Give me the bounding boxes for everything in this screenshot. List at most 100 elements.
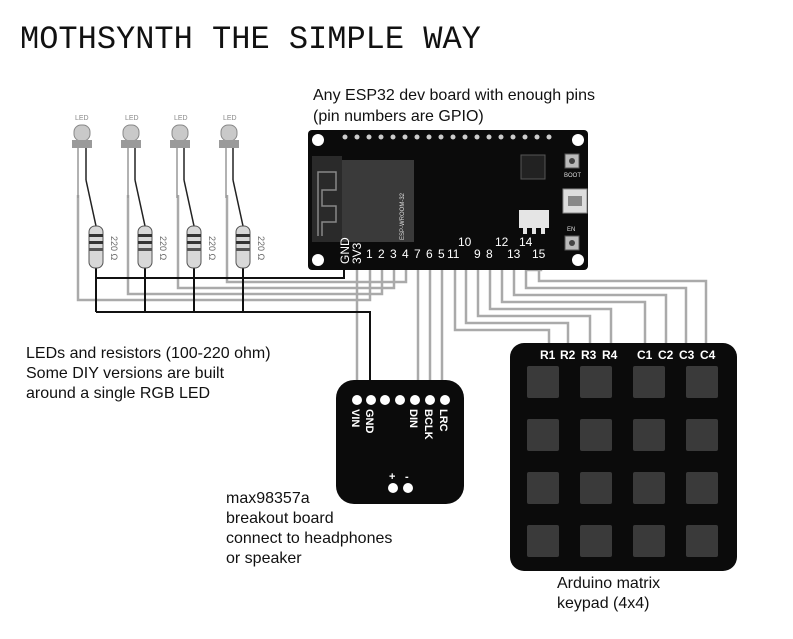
- amp-pin-lrc: LRC: [437, 409, 449, 432]
- esp32-caption-line1: Any ESP32 dev board with enough pins: [313, 87, 595, 104]
- amp-caption-line3: connect to headphones: [226, 530, 392, 547]
- wire-r2: [464, 262, 570, 345]
- speaker-plus-pad: [388, 483, 398, 493]
- amp-pad: [395, 395, 405, 405]
- led-label: LED: [125, 115, 139, 122]
- pin-gnd: GND: [338, 237, 352, 264]
- pin-10: 10: [458, 235, 472, 249]
- mount-hole: [312, 134, 324, 146]
- keypad-key[interactable]: [686, 472, 718, 504]
- pin-14: 14: [519, 235, 533, 249]
- usb-chip: [520, 154, 546, 180]
- keypad-pin-r2: R2: [560, 348, 576, 362]
- ground-wires: [95, 262, 371, 398]
- pin-13: 13: [507, 247, 521, 261]
- led-caption-line3: around a single RGB LED: [26, 385, 210, 402]
- amp-board: VIN GND DIN BCLK LRC + -: [336, 380, 464, 504]
- keypad-key[interactable]: [633, 419, 665, 451]
- wroom-module: [342, 160, 414, 242]
- page-title: MOTHSYNTH THE SIMPLE WAY: [20, 21, 481, 58]
- speaker-minus-pad: [403, 483, 413, 493]
- boot-label: BOOT: [564, 173, 581, 179]
- wire-led3: [176, 195, 396, 290]
- amp-pad-gnd: [366, 395, 376, 405]
- amp-pad-lrc: [440, 395, 450, 405]
- amp-caption-line2: breakout board: [226, 510, 334, 527]
- led-3: LED 220 Ω: [170, 115, 217, 269]
- led-2: LED 220 Ω: [121, 115, 168, 269]
- resistor-1: [88, 225, 104, 269]
- resistor-label: 220 Ω: [158, 236, 168, 261]
- keypad-keys: [527, 366, 718, 557]
- pin-11: 11: [447, 247, 460, 261]
- pin-3: 3: [390, 247, 397, 261]
- pin-8: 8: [486, 247, 493, 261]
- antenna-area: [312, 156, 342, 242]
- wire-c4: [537, 262, 708, 345]
- led-group: LED 220 Ω LED 220 Ω: [72, 115, 266, 269]
- keypad-key[interactable]: [580, 366, 612, 398]
- keypad-key[interactable]: [633, 525, 665, 557]
- keypad-key[interactable]: [686, 419, 718, 451]
- antenna-icon: [317, 171, 337, 236]
- pin-7: 7: [414, 247, 421, 261]
- amp-pad-bclk: [425, 395, 435, 405]
- keypad-key[interactable]: [527, 419, 559, 451]
- resistor-label: 220 Ω: [207, 236, 217, 261]
- en-label: EN: [567, 227, 575, 233]
- keypad-key[interactable]: [527, 366, 559, 398]
- led-4: LED 220 Ω: [219, 115, 266, 269]
- keypad-key[interactable]: [527, 472, 559, 504]
- wire-gnd-amp: [96, 311, 371, 398]
- amp-pad-vin: [352, 395, 362, 405]
- pin-3v3: 3V3: [350, 242, 364, 264]
- wire-r3: [476, 262, 592, 345]
- wire-r4: [488, 262, 613, 345]
- mount-hole: [572, 254, 584, 266]
- pin-1: 1: [366, 247, 373, 261]
- keypad-key[interactable]: [580, 419, 612, 451]
- keypad-key[interactable]: [580, 472, 612, 504]
- amp-pin-gnd: GND: [363, 409, 375, 434]
- led-label: LED: [223, 115, 237, 122]
- led-1: LED 220 Ω: [72, 115, 119, 269]
- keypad-key[interactable]: [686, 366, 718, 398]
- wire-c1: [500, 262, 647, 345]
- keypad-pin-r1: R1: [540, 348, 556, 362]
- amp-pin-bclk: BCLK: [422, 409, 434, 440]
- keypad-pin-c3: C3: [679, 348, 695, 362]
- keypad-key[interactable]: [580, 525, 612, 557]
- keypad-key[interactable]: [686, 525, 718, 557]
- pin-5: 5: [438, 247, 445, 261]
- amp-pin-vin: VIN: [349, 409, 361, 427]
- amp-pad-din: [410, 395, 420, 405]
- keypad-key[interactable]: [633, 472, 665, 504]
- pin-2: 2: [378, 247, 385, 261]
- top-header-pins: [342, 134, 552, 140]
- regulator: [519, 210, 549, 228]
- keypad-pin-r3: R3: [581, 348, 597, 362]
- led-caption-line2: Some DIY versions are built: [26, 365, 225, 382]
- wire-c2: [512, 262, 668, 345]
- keypad-pin-c2: C2: [658, 348, 674, 362]
- keypad-key[interactable]: [527, 525, 559, 557]
- amp-pin-din: DIN: [407, 409, 419, 428]
- keypad-pin-c1: C1: [637, 348, 653, 362]
- wire-led2: [126, 195, 384, 296]
- keypad-pin-c4: C4: [700, 348, 716, 362]
- keypad-key[interactable]: [633, 366, 665, 398]
- resistor-3: [186, 225, 202, 269]
- keypad-pin-r4: R4: [602, 348, 618, 362]
- amp-caption-line1: max98357a: [226, 490, 310, 507]
- mount-hole: [572, 134, 584, 146]
- signal-wires: [76, 195, 708, 398]
- pin-9: 9: [474, 247, 481, 261]
- pin-6: 6: [426, 247, 433, 261]
- amp-caption-line4: or speaker: [226, 550, 302, 567]
- keypad: R1 R2 R3 R4 C1 C2 C3 C4: [510, 343, 737, 571]
- module-label: ESP-WROOM-32: [400, 192, 406, 240]
- resistor-4: [235, 225, 251, 269]
- amp-pad: [380, 395, 390, 405]
- mount-hole: [312, 254, 324, 266]
